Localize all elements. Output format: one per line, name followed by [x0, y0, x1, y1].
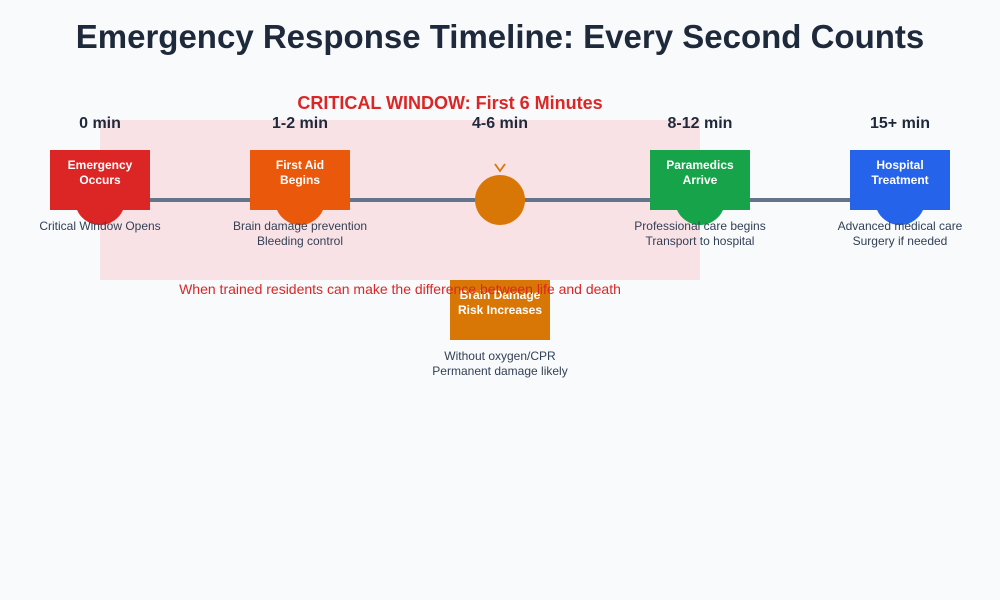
time-label: 8-12 min [667, 115, 733, 132]
time-label: 1-2 min [271, 115, 328, 132]
stage-box: Paramedics Arrive [650, 150, 750, 210]
stage-title-line: Paramedics [666, 158, 734, 172]
stage-desc-line: Advanced medical care [837, 219, 963, 233]
stage-description: Professional care begins Transport to ho… [610, 219, 790, 249]
stage-title-line: Begins [279, 173, 320, 187]
stage-title-line: Arrive [682, 173, 718, 187]
stage-box: Emergency Occurs [50, 150, 150, 210]
stage-desc-line: Professional care begins [634, 219, 766, 233]
stage-description: Advanced medical care Surgery if needed [810, 219, 990, 249]
stage-desc-line: Without oxygen/CPR [444, 349, 556, 363]
stage-description: Brain damage prevention Bleeding control [210, 219, 390, 249]
stage-desc-line: Bleeding control [256, 234, 344, 248]
stage-desc-line: Transport to hospital [645, 234, 755, 248]
stage-title-line: Treatment [871, 173, 929, 187]
stage-box: Hospital Treatment [850, 150, 950, 210]
stage-desc-line: Brain damage prevention [232, 219, 368, 233]
stage-title-line: Occurs [79, 173, 121, 187]
stage-description: Without oxygen/CPR Permanent damage like… [410, 349, 590, 379]
stage-desc-line: Critical Window Opens [39, 219, 161, 233]
stage-title-line: Hospital [876, 158, 924, 172]
stage-box: First Aid Begins [250, 150, 350, 210]
stage-description: Critical Window Opens [10, 219, 190, 234]
stage-title-line: Risk Increases [457, 303, 543, 317]
time-label: 0 min [79, 115, 121, 132]
stage-desc-line: Surgery if needed [852, 234, 948, 248]
stage-title-line: First Aid [275, 158, 325, 172]
time-label: 15+ min [869, 115, 931, 132]
critical-window-note: When trained residents can make the diff… [179, 281, 621, 297]
time-label: 4-6 min [471, 115, 528, 132]
critical-window-label: CRITICAL WINDOW: First 6 Minutes [297, 93, 603, 113]
timeline-marker [475, 175, 525, 225]
page-title: Emergency Response Timeline: Every Secon… [75, 18, 925, 55]
stage-desc-line: Permanent damage likely [432, 364, 568, 378]
stage-box: Brain Damage Risk Increases [450, 280, 550, 340]
stage-title-line: Brain Damage [459, 288, 541, 302]
warning-chevron-icon [494, 163, 506, 173]
stage-title-line: Emergency [67, 158, 133, 172]
